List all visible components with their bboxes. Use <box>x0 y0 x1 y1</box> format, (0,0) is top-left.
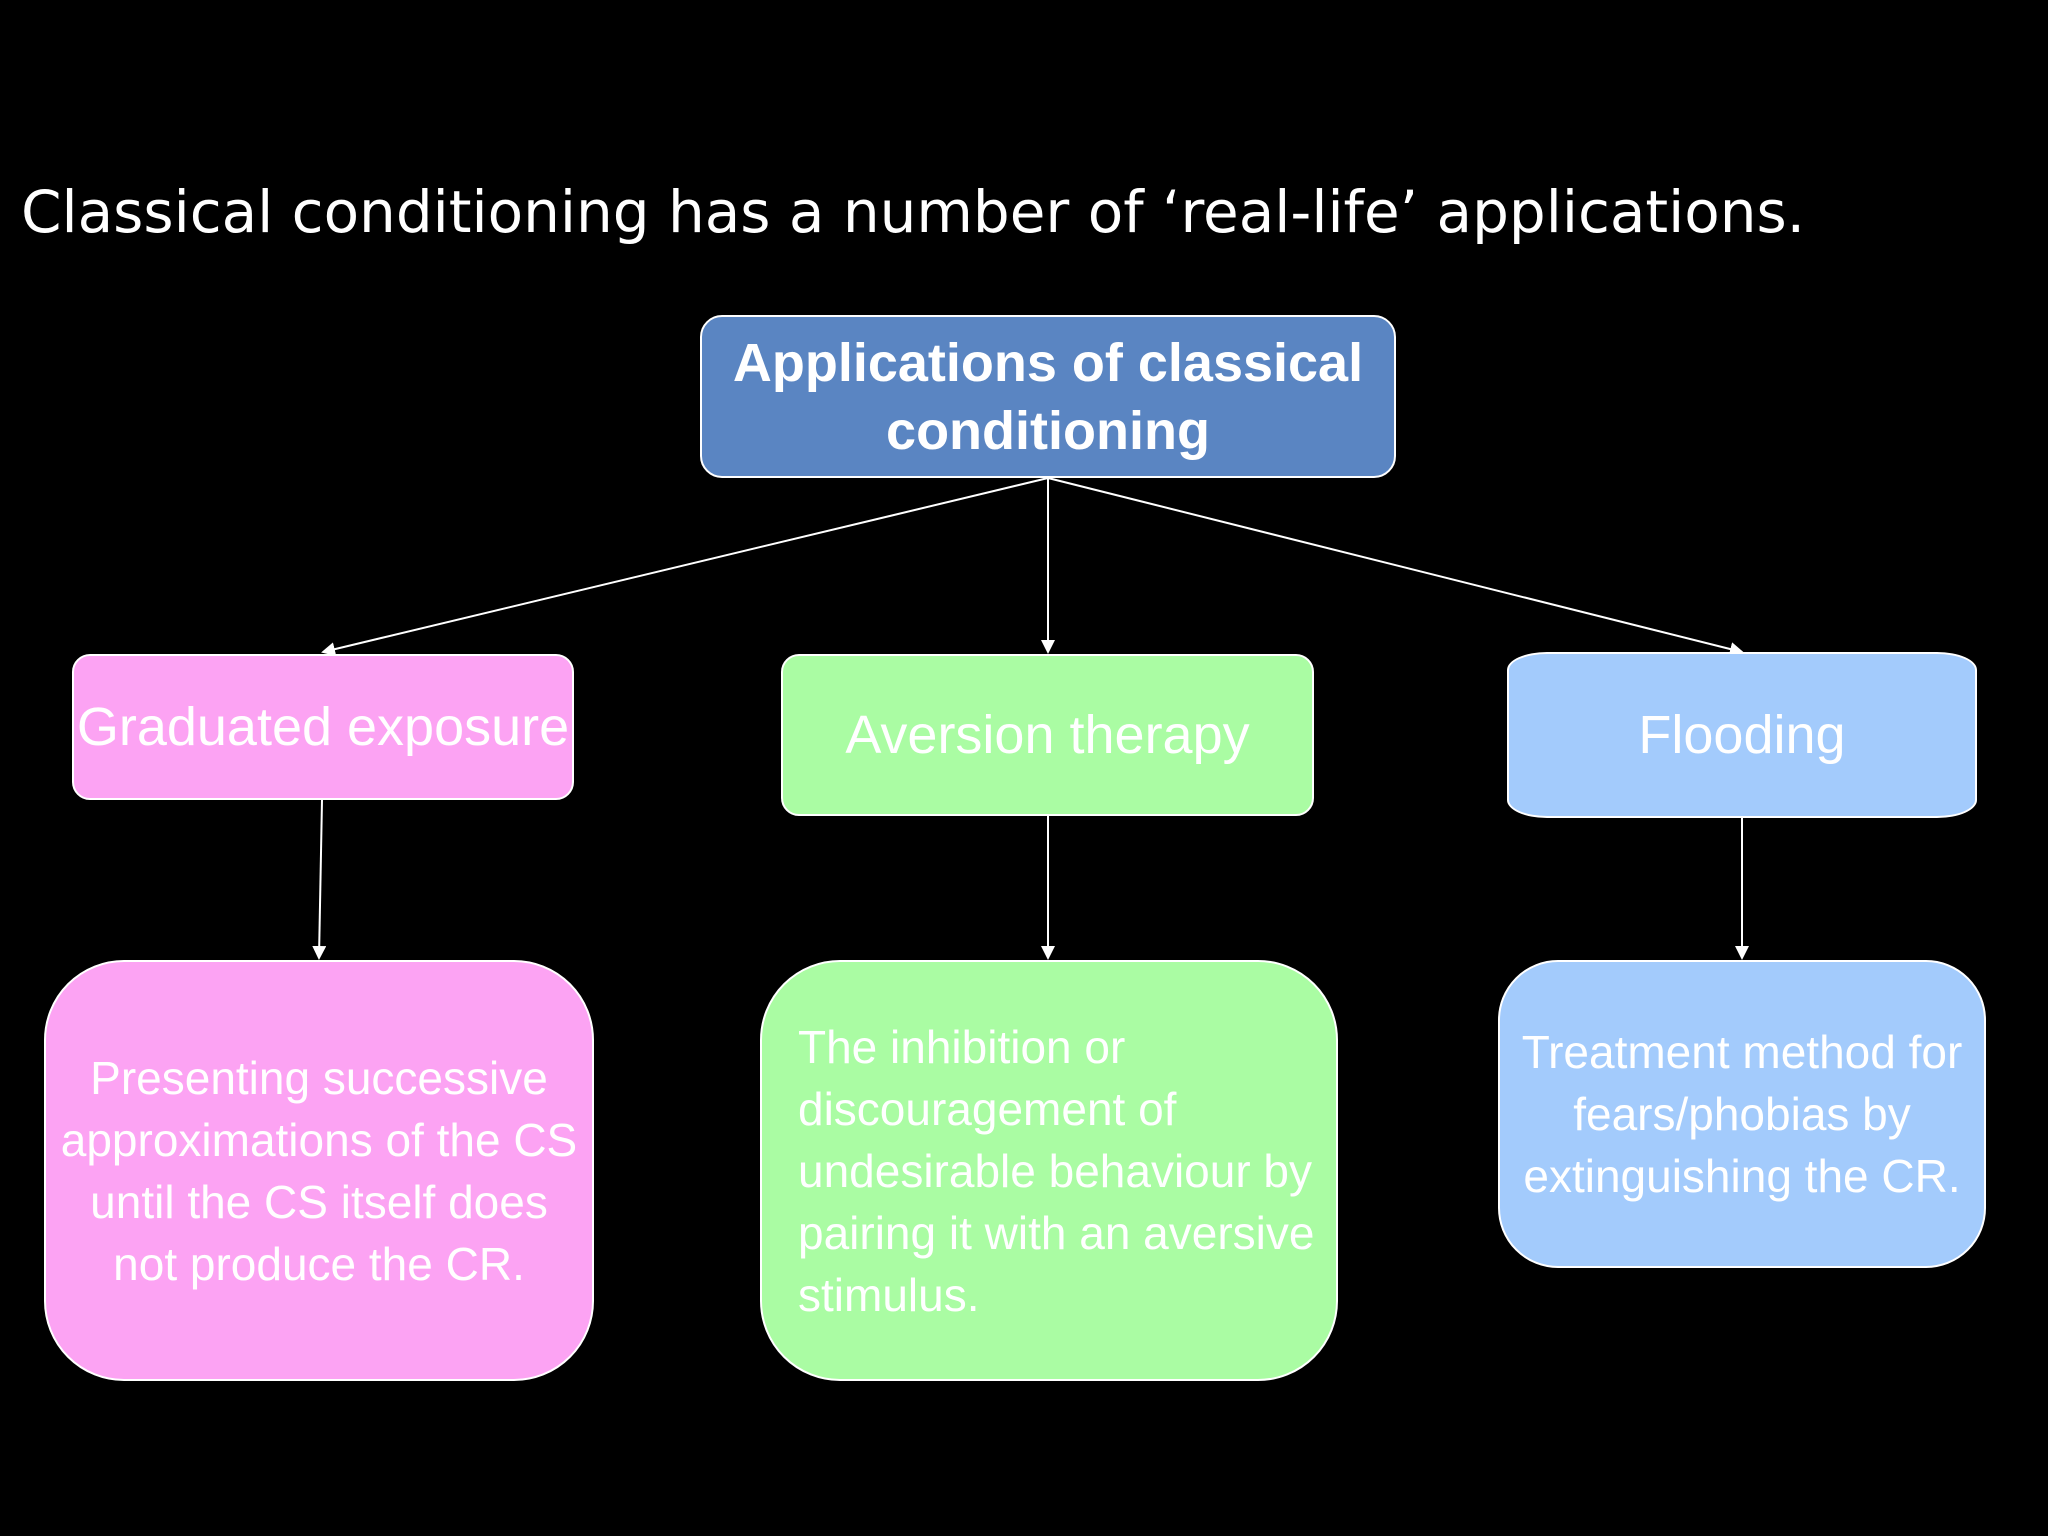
aversion-therapy-label: Aversion therapy <box>845 705 1250 765</box>
graduated-exposure-description: Presenting successive approximations of … <box>60 1051 578 1290</box>
root-node-label: Applications of classical conditioning <box>732 332 1364 461</box>
flooding-description-node: Treatment method for fears/phobias by ex… <box>1498 960 1986 1268</box>
arrow-root-to-flooding <box>1047 477 1744 656</box>
flooding-label: Flooding <box>1638 705 1846 765</box>
graduated-exposure-description-node: Presenting successive approximations of … <box>44 960 594 1381</box>
root-node: Applications of classical conditioning <box>700 315 1396 478</box>
graduated-exposure-label: Graduated exposure <box>76 697 570 757</box>
slide-heading: Classical conditioning has a number of ‘… <box>21 178 1806 246</box>
aversion-therapy-description-node: The inhibition or discouragement of unde… <box>760 960 1338 1381</box>
aversion-therapy-node: Aversion therapy <box>781 654 1314 816</box>
graduated-exposure-node: Graduated exposure <box>72 654 574 800</box>
arrow-root-to-graduated <box>321 477 1049 657</box>
flooding-description: Treatment method for fears/phobias by ex… <box>1521 1026 1963 1202</box>
arrow-graduated-to-description <box>312 799 327 960</box>
flooding-node: Flooding <box>1507 652 1977 818</box>
aversion-therapy-description: The inhibition or discouragement of unde… <box>798 1020 1315 1321</box>
